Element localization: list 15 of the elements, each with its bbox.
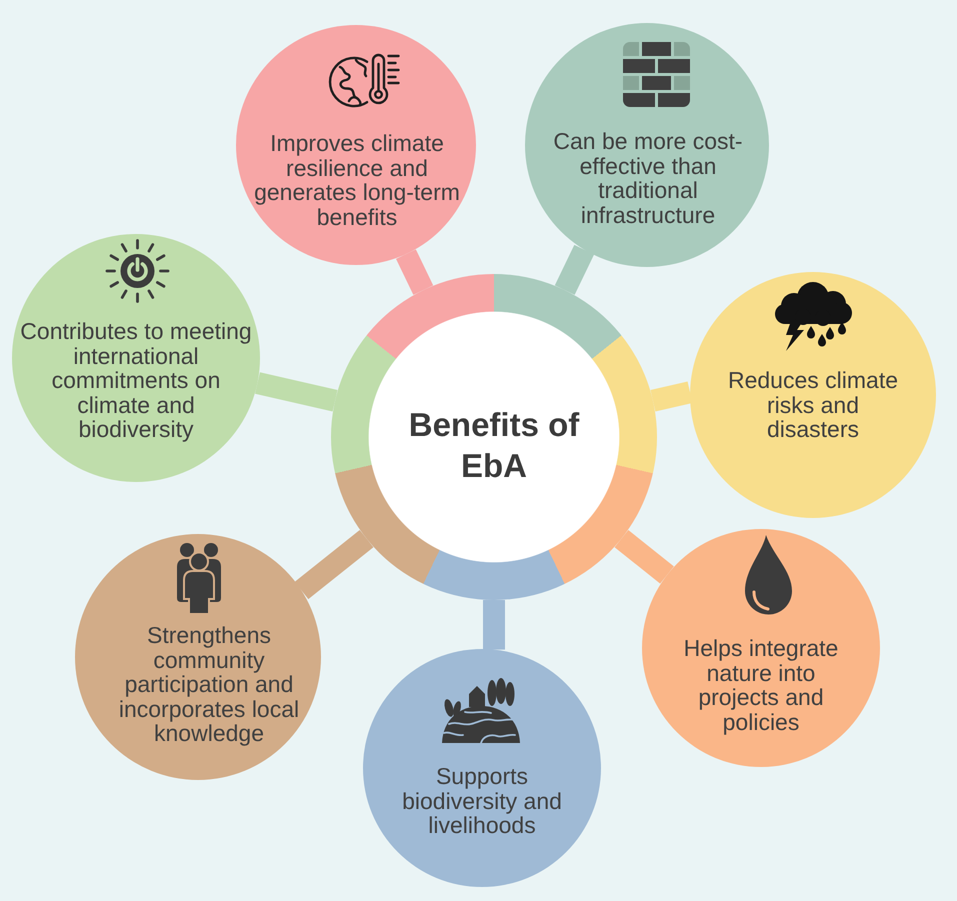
benefit-text: Can be more cost-effective than traditional infrastructure — [552, 129, 744, 227]
benefit-text: Reduces climate risks and disasters — [726, 368, 900, 442]
connector-bar — [614, 530, 674, 584]
benefit-text: Helps integrate nature into projects and policies — [682, 636, 840, 734]
connector-bar — [650, 382, 692, 412]
hub-title: Benefits of EbA — [408, 405, 580, 486]
connector-bar — [396, 249, 434, 295]
connector-bar — [483, 600, 505, 650]
benefit-text: Contributes to meeting international commitments on climate and biodiversity — [19, 319, 253, 442]
benefit-text: Strengthens community participation and incorporates local knowledge — [118, 623, 300, 746]
benefit-text: Supports biodiversity and livelihoods — [401, 764, 563, 838]
connector-bar — [255, 372, 338, 412]
connector-bar — [554, 244, 594, 295]
connector-bar — [294, 530, 374, 600]
benefit-text: Improves climate resilience and generates long-term benefits — [253, 131, 461, 229]
